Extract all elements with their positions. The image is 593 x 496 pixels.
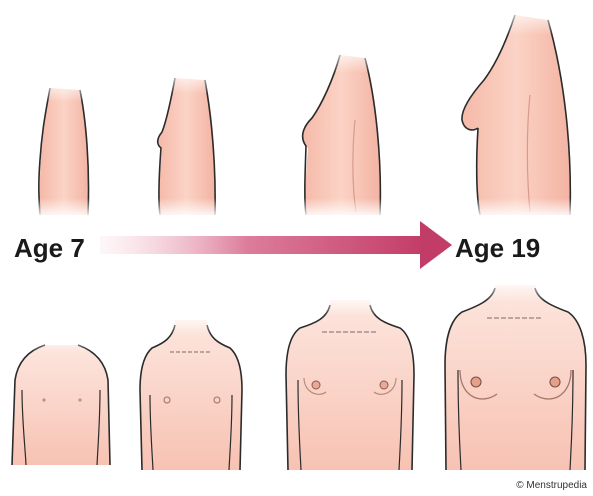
copyright-icon: © [516,480,523,491]
front-torso-stage-4 [440,276,590,470]
age-end-label: Age 19 [455,235,540,261]
side-profile-stage-1 [36,78,92,218]
front-torso-stage-1 [8,330,116,465]
side-profile-stage-4 [455,5,577,218]
age-start-label: Age 7 [14,235,85,261]
side-profile-stage-2 [152,68,222,218]
copyright-credit: © Menstrupedia [516,480,587,491]
credit-text: Menstrupedia [526,480,587,491]
front-torso-stage-2 [136,312,248,470]
front-torso-stage-3 [282,292,418,470]
side-profile-stage-3 [298,45,388,218]
progress-arrow [100,221,452,269]
